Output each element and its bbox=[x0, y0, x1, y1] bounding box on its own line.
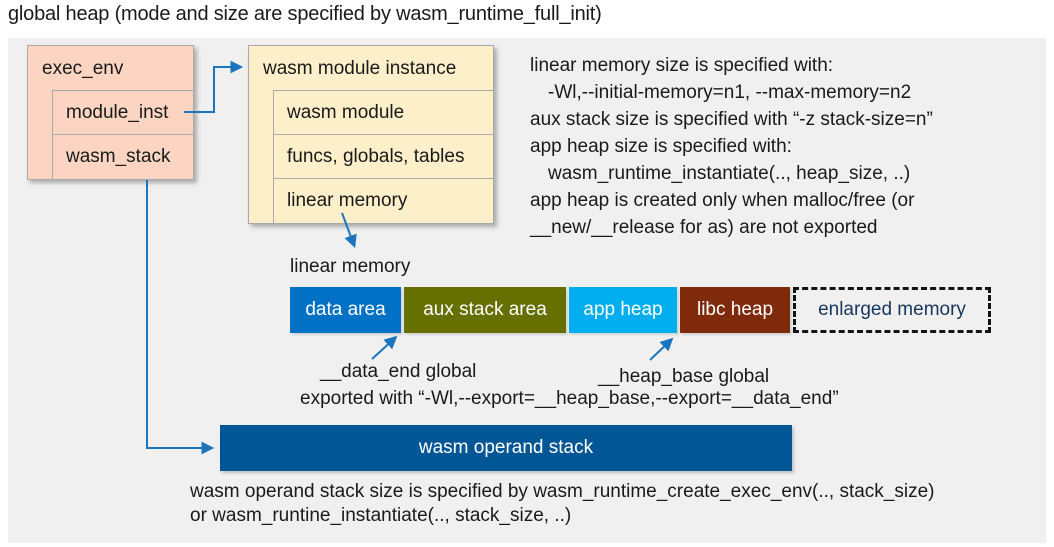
segment-app-heap: app heap bbox=[569, 287, 677, 333]
notes-block: linear memory size is specified with: -W… bbox=[530, 52, 1042, 241]
linear-memory-label: linear memory bbox=[290, 256, 411, 277]
exec-env-title: exec_env bbox=[42, 58, 124, 79]
note-line: app heap is created only when malloc/fre… bbox=[530, 190, 915, 211]
exec-env-row-wasm-stack: wasm_stack bbox=[52, 134, 194, 180]
note-line: __new/__release for as) are not exported bbox=[530, 217, 878, 238]
wasm-operand-stack-bar: wasm operand stack bbox=[220, 425, 792, 471]
module-instance-row-wasm-module: wasm module bbox=[273, 90, 494, 135]
note-line: aux stack size is specified with “-z sta… bbox=[530, 109, 933, 130]
footer-line-1: wasm operand stack size is specified by … bbox=[190, 481, 935, 502]
exec-env-box: exec_env module_inst wasm_stack bbox=[27, 45, 194, 180]
module-instance-row-funcs-globals-tables: funcs, globals, tables bbox=[273, 134, 494, 179]
module-instance-title: wasm module instance bbox=[263, 58, 457, 79]
note-line: app heap size is specified with: bbox=[530, 136, 792, 157]
module-instance-box: wasm module instance wasm module funcs, … bbox=[248, 45, 494, 224]
diagram-title: global heap (mode and size are specified… bbox=[8, 3, 602, 25]
segment-enlarged-memory: enlarged memory bbox=[793, 287, 991, 333]
footer-line-2: or wasm_runtine_instantiate(.., stack_si… bbox=[190, 505, 572, 526]
note-line: linear memory size is specified with: bbox=[530, 55, 834, 76]
exec-env-row-module-inst: module_inst bbox=[52, 90, 194, 135]
segment-aux-stack-area: aux stack area bbox=[404, 287, 566, 333]
module-instance-row-linear-memory: linear memory bbox=[273, 178, 494, 224]
segment-libc-heap: libc heap bbox=[680, 287, 790, 333]
annotation-heap-base-global: __heap_base global bbox=[598, 366, 770, 387]
annotation-exported-flags: exported with “-Wl,--export=__heap_base,… bbox=[300, 388, 839, 409]
note-line: -Wl,--initial-memory=n1, --max-memory=n2 bbox=[548, 82, 912, 103]
segment-data-area: data area bbox=[290, 287, 401, 333]
note-line: wasm_runtime_instantiate(.., heap_size, … bbox=[548, 163, 911, 184]
annotation-data-end-global: __data_end global bbox=[320, 361, 477, 382]
